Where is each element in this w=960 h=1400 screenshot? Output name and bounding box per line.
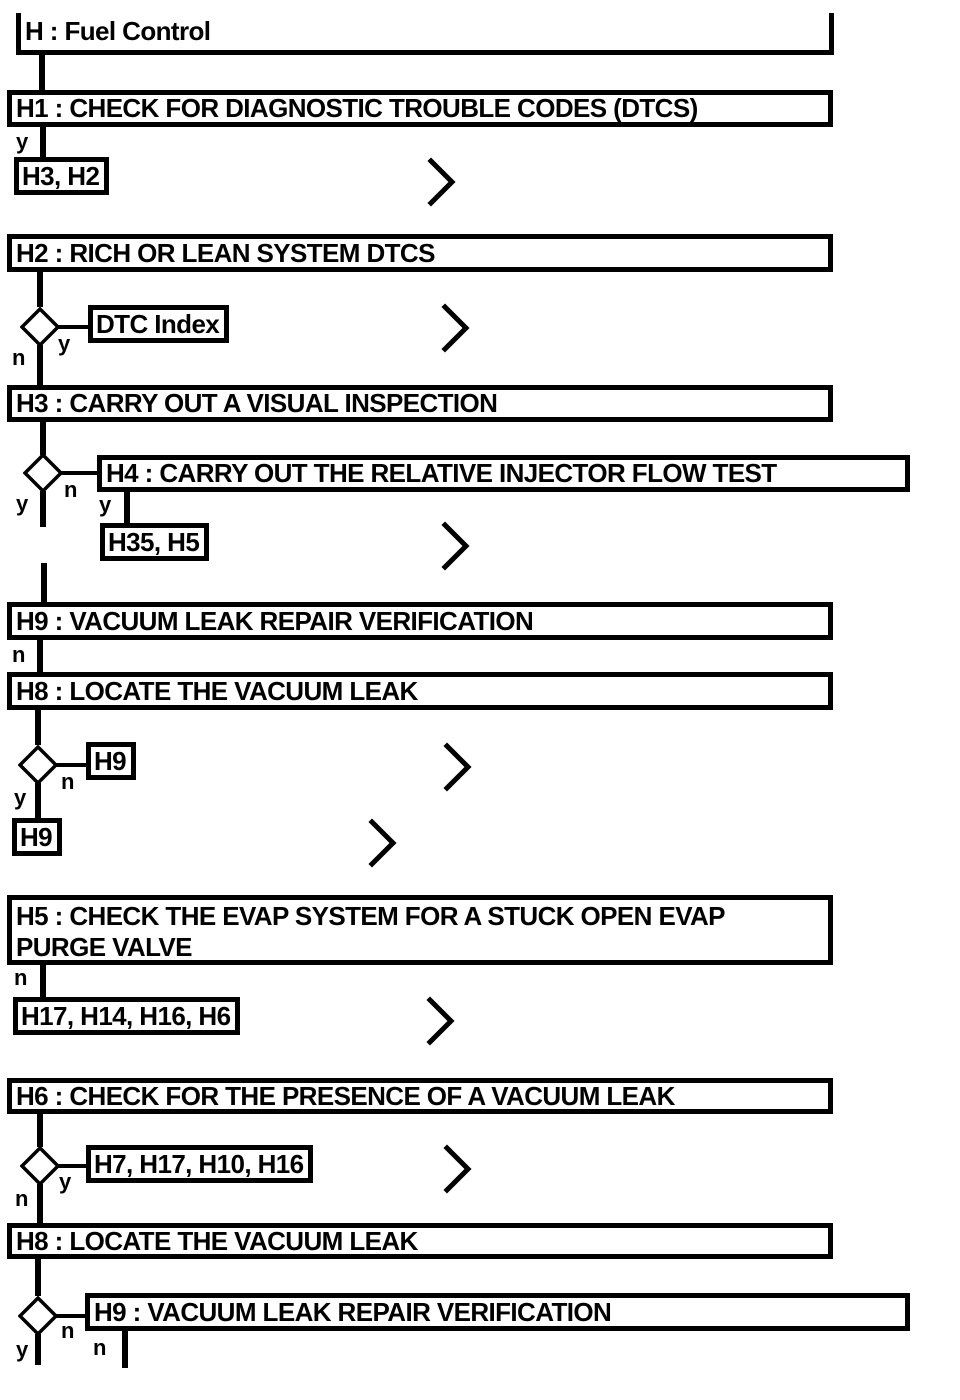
continue-chevron-icon[interactable]	[443, 1144, 473, 1194]
yes-label: y	[14, 785, 27, 810]
connector-line	[61, 471, 97, 475]
connector-line	[37, 1113, 43, 1147]
step-h1-box[interactable]: H1 : CHECK FOR DIAGNOSTIC TROUBLE CODES …	[7, 90, 833, 127]
link-h6-yes-box[interactable]: H7, H17, H10, H16	[86, 1145, 314, 1183]
link-h4-yes-box[interactable]: H35, H5	[100, 523, 210, 561]
step-h8-box[interactable]: H8 : LOCATE THE VACUUM LEAK	[7, 672, 833, 710]
decision-diamond	[20, 307, 60, 347]
connector-line	[58, 325, 88, 329]
continue-chevron-icon[interactable]	[443, 742, 473, 792]
decision-diamond	[23, 453, 63, 493]
continue-chevron-icon[interactable]	[427, 157, 457, 207]
continue-chevron-icon[interactable]	[426, 996, 456, 1046]
connector-line	[35, 1259, 41, 1296]
step-h4-box[interactable]: H4 : CARRY OUT THE RELATIVE INJECTOR FLO…	[97, 455, 910, 492]
step-h5-line2: PURGE VALVE	[16, 932, 193, 962]
connector-line	[41, 563, 47, 602]
continue-chevron-icon[interactable]	[441, 521, 471, 571]
connector-line	[35, 1334, 41, 1365]
yes-label: y	[16, 129, 29, 154]
link-h2-yes-box[interactable]: DTC Index	[88, 305, 230, 343]
decision-diamond	[18, 745, 58, 785]
link-h8-no-box[interactable]: H9	[86, 742, 137, 780]
connector-line	[122, 1330, 128, 1368]
yes-label: y	[99, 492, 112, 517]
connector-line	[56, 763, 86, 767]
step-h8-box-2[interactable]: H8 : LOCATE THE VACUUM LEAK	[7, 1223, 833, 1259]
no-label: n	[14, 965, 28, 990]
yes-label: y	[16, 1337, 29, 1362]
connector-line	[39, 55, 45, 90]
step-h5-line1: H5 : CHECK THE EVAP SYSTEM FOR A STUCK O…	[16, 901, 726, 931]
connector-line	[35, 783, 41, 818]
no-label: n	[93, 1335, 107, 1360]
continue-chevron-icon[interactable]	[368, 818, 398, 868]
connector-line	[124, 492, 130, 523]
connector-line	[37, 271, 43, 307]
no-label: n	[64, 477, 78, 502]
connector-line	[56, 1314, 85, 1318]
no-label: n	[61, 769, 75, 794]
step-h6-box[interactable]: H6 : CHECK FOR THE PRESENCE OF A VACUUM …	[7, 1078, 833, 1114]
connector-line	[40, 127, 46, 157]
step-h9-box-2[interactable]: H9 : VACUUM LEAK REPAIR VERIFICATION	[85, 1293, 910, 1331]
yes-label: y	[16, 491, 29, 516]
step-h5-box[interactable]: H5 : CHECK THE EVAP SYSTEM FOR A STUCK O…	[7, 895, 833, 965]
connector-line	[40, 422, 46, 455]
connector-line	[37, 640, 43, 672]
decision-diamond	[18, 1296, 58, 1336]
link-h8-yes-box[interactable]: H9	[12, 818, 63, 856]
connector-line	[58, 1164, 86, 1168]
step-h2-box[interactable]: H2 : RICH OR LEAN SYSTEM DTCS	[7, 234, 833, 272]
continue-chevron-icon[interactable]	[441, 303, 471, 353]
no-label: n	[12, 345, 26, 370]
no-label: n	[61, 1318, 75, 1343]
link-h1-yes-box[interactable]: H3, H2	[14, 157, 110, 195]
link-h5-no-box[interactable]: H17, H14, H16, H6	[13, 997, 241, 1035]
step-h9-box[interactable]: H9 : VACUUM LEAK REPAIR VERIFICATION	[7, 602, 833, 640]
no-label: n	[15, 1186, 29, 1211]
no-label: n	[12, 642, 26, 667]
flow-title-box: H : Fuel Control	[16, 13, 834, 55]
connector-line	[40, 491, 46, 527]
connector-line	[40, 965, 46, 997]
step-h3-box[interactable]: H3 : CARRY OUT A VISUAL INSPECTION	[7, 385, 833, 422]
connector-line	[35, 710, 41, 745]
yes-label: y	[59, 1169, 72, 1194]
connector-line	[37, 1184, 43, 1223]
yes-label: y	[58, 331, 71, 356]
connector-line	[37, 345, 43, 385]
decision-diamond	[20, 1146, 60, 1186]
